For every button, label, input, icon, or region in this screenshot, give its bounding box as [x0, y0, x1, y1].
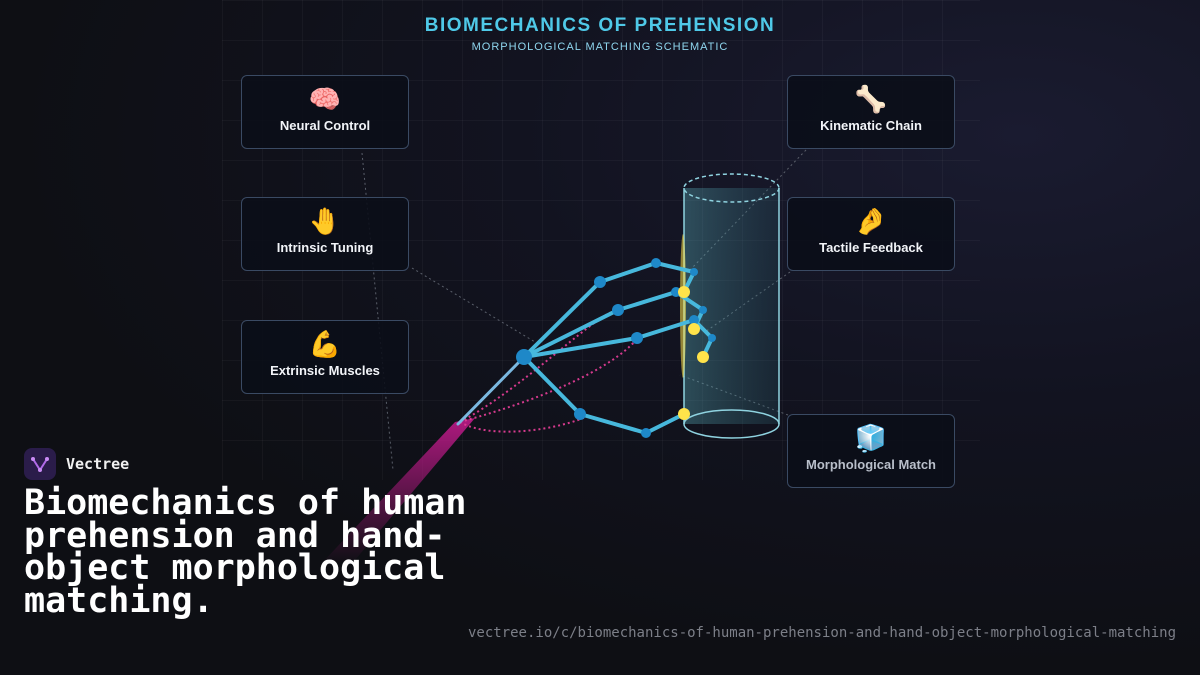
vectree-logo-icon	[24, 448, 56, 480]
card-label: Extrinsic Muscles	[270, 363, 380, 378]
card-neural-control: 🧠 Neural Control	[241, 75, 409, 149]
forearm-shape	[320, 418, 475, 565]
connector-intrinsic	[411, 267, 541, 346]
brand: Vectree	[24, 447, 129, 481]
card-intrinsic-tuning: 🤚 Intrinsic Tuning	[241, 197, 409, 271]
muscle-icon: 💪	[308, 329, 342, 359]
card-kinematic-chain: 🦴 Kinematic Chain	[787, 75, 955, 149]
card-label: Neural Control	[279, 118, 371, 133]
card-label: Intrinsic Tuning	[276, 240, 374, 255]
card-extrinsic-muscles: 💪 Extrinsic Muscles	[241, 320, 409, 394]
diagram-subtitle: MORPHOLOGICAL MATCHING SCHEMATIC	[471, 41, 729, 53]
ice-cube-icon: 🧊	[854, 423, 888, 453]
source-url[interactable]: vectree.io/c/biomechanics-of-human-prehe…	[467, 625, 1176, 641]
connector-neural	[361, 152, 394, 471]
headline: Biomechanics of human prehension and han…	[24, 483, 467, 621]
tendon-2	[459, 339, 637, 423]
brain-icon: 🧠	[308, 84, 342, 114]
tendon-3	[459, 414, 591, 433]
hand-icon: 🤚	[308, 206, 342, 236]
card-label: Tactile Feedback	[819, 240, 923, 255]
card-label: Morphological Match	[806, 457, 936, 472]
contact-point	[688, 323, 700, 335]
card-morphological-match: 🧊 Morphological Match	[787, 414, 955, 488]
contact-point	[678, 408, 690, 420]
bone-icon: 🦴	[854, 84, 888, 114]
card-tactile-feedback: 🤌 Tactile Feedback	[787, 197, 955, 271]
pinch-hand-icon: 🤌	[854, 206, 888, 236]
contact-point	[697, 351, 709, 363]
diagram-title: BIOMECHANICS OF PREHENSION	[424, 15, 776, 36]
card-label: Kinematic Chain	[820, 118, 922, 133]
brand-name: Vectree	[66, 455, 130, 473]
contact-point	[678, 286, 690, 298]
wrist-joint	[516, 349, 532, 365]
thumb-bones	[522, 355, 686, 436]
